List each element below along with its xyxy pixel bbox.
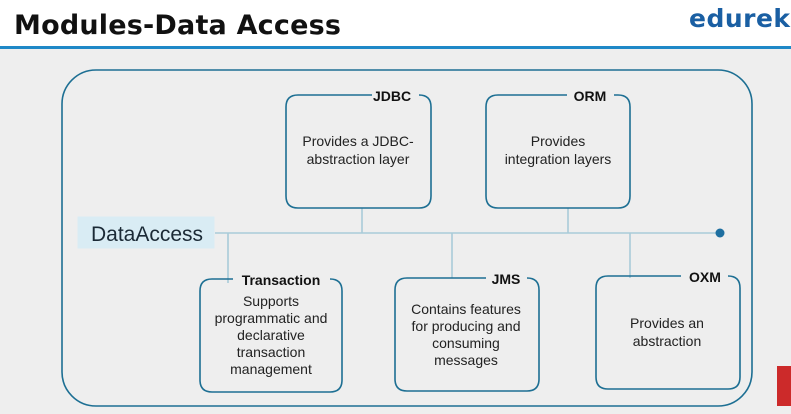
module-label: OXM bbox=[689, 269, 721, 285]
module-desc-line: abstraction bbox=[633, 333, 701, 349]
module-jms: JMS Contains features for producing and … bbox=[394, 271, 540, 392]
corner-badge bbox=[777, 366, 791, 406]
module-desc-line: declarative bbox=[237, 327, 305, 343]
module-frame bbox=[199, 278, 343, 393]
module-frame bbox=[595, 275, 741, 390]
header-divider bbox=[0, 46, 791, 49]
slide-title: Modules-Data Access bbox=[14, 10, 342, 41]
module-frame bbox=[485, 94, 631, 209]
module-desc-line: Provides bbox=[531, 133, 585, 149]
module-desc-line: Supports bbox=[243, 293, 299, 309]
module-jdbc: JDBC Provides a JDBC- abstraction layer bbox=[285, 88, 432, 209]
module-desc-line: for producing and bbox=[412, 318, 521, 334]
module-desc-line: integration layers bbox=[505, 151, 612, 167]
module-label: Transaction bbox=[242, 272, 321, 288]
module-desc-line: consuming bbox=[432, 335, 500, 351]
module-frame bbox=[394, 277, 540, 392]
module-label: JDBC bbox=[373, 88, 411, 104]
connector-lines bbox=[215, 208, 720, 283]
module-frame bbox=[285, 94, 432, 209]
brand-logo: edurek bbox=[689, 4, 791, 33]
module-transaction: Transaction Supports programmatic and de… bbox=[199, 272, 343, 393]
module-desc-line: Provides an bbox=[630, 315, 704, 331]
module-desc-line: programmatic and bbox=[215, 310, 328, 326]
module-desc-line: management bbox=[230, 361, 312, 377]
bus-end-dot bbox=[715, 228, 725, 238]
diagram-container bbox=[61, 69, 753, 407]
module-desc-line: Provides a JDBC- bbox=[302, 133, 414, 149]
module-desc-line: Contains features bbox=[411, 301, 521, 317]
module-label: JMS bbox=[492, 271, 521, 287]
module-label: ORM bbox=[574, 88, 607, 104]
module-oxm: OXM Provides an abstraction bbox=[595, 269, 741, 390]
slide-header: Modules-Data Access edurek bbox=[0, 0, 791, 46]
module-desc-line: transaction bbox=[237, 344, 305, 360]
module-desc-line: abstraction layer bbox=[307, 151, 410, 167]
module-orm: ORM Provides integration layers bbox=[485, 88, 631, 209]
module-desc-line: messages bbox=[434, 352, 498, 368]
root-node-box bbox=[77, 216, 215, 249]
root-node-label: DataAccess bbox=[91, 223, 203, 246]
